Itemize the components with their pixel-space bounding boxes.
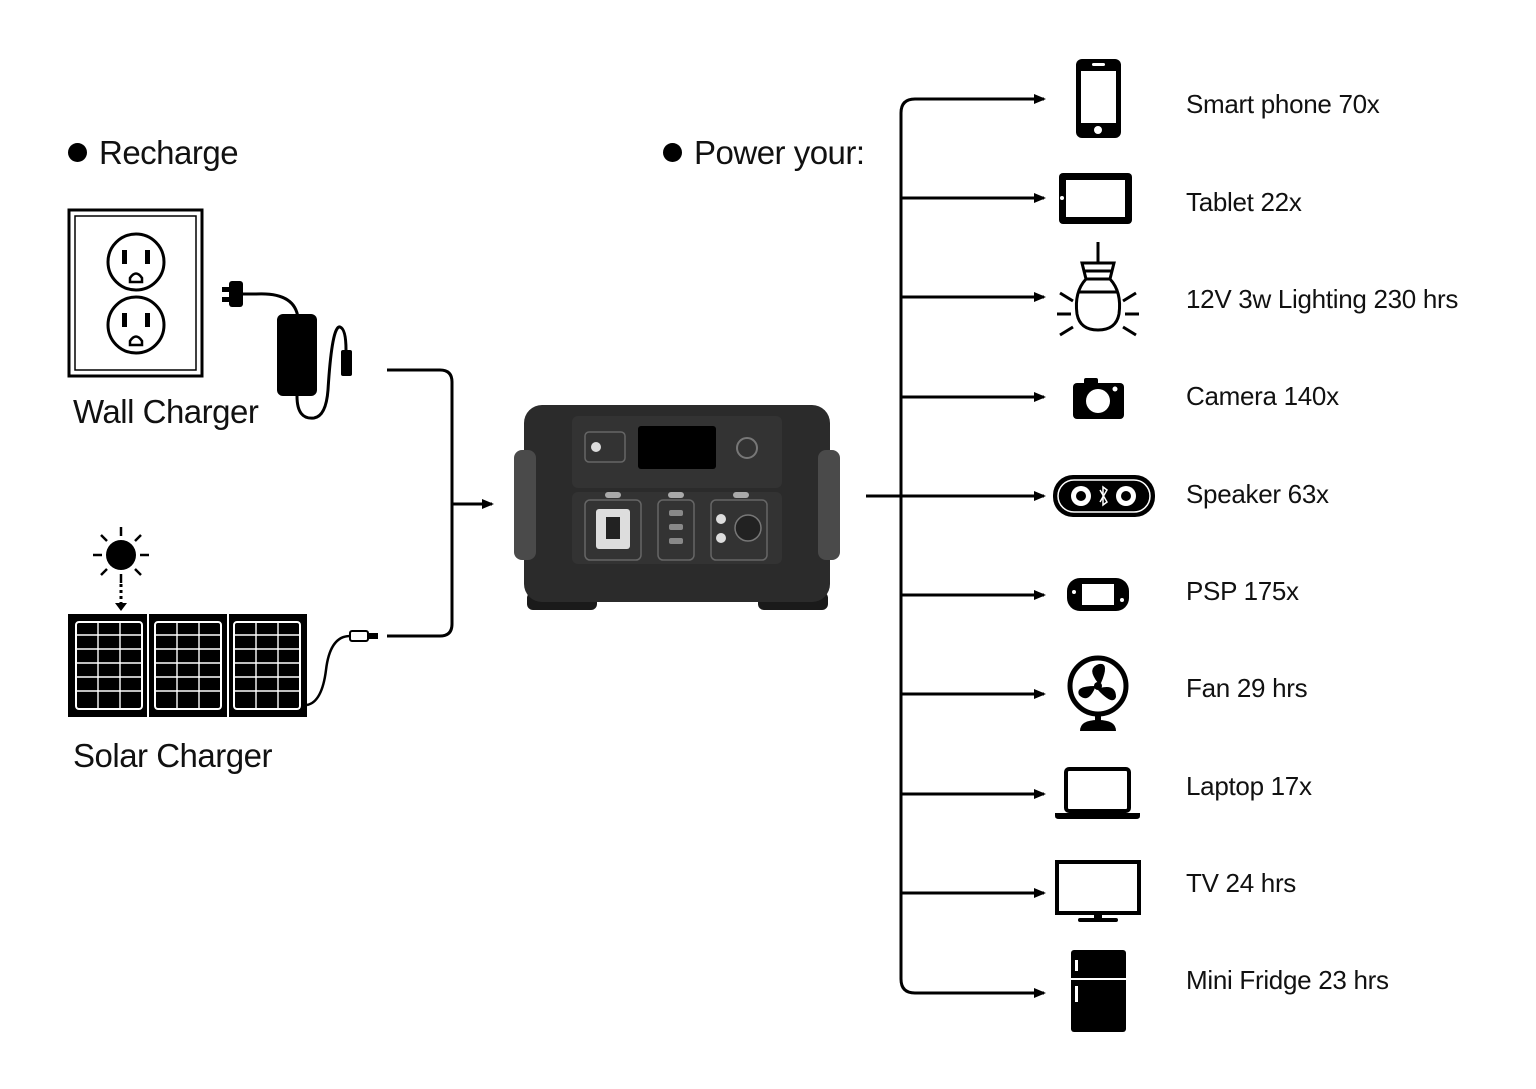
- wall-charger-label: Wall Charger: [73, 393, 259, 430]
- device-label-tv: TV 24 hrs: [1186, 868, 1297, 898]
- recharge-heading: Recharge: [68, 134, 239, 172]
- camera-icon: [1073, 378, 1124, 419]
- solar-charger-label: Solar Charger: [73, 737, 272, 774]
- device-label-fridge: Mini Fridge 23 hrs: [1186, 965, 1389, 995]
- speaker-icon: [1053, 475, 1155, 517]
- bullet-icon: [68, 142, 87, 162]
- wall-outlet-icon: [67, 208, 204, 378]
- game-console-icon: [1067, 578, 1129, 611]
- device-label-laptop: Laptop 17x: [1186, 771, 1312, 801]
- device-label-camera: Camera 140x: [1186, 381, 1339, 411]
- device-label-smartphone: Smart phone 70x: [1186, 89, 1380, 119]
- power-heading: Power your:: [663, 134, 865, 172]
- output-arrows: [901, 94, 1046, 998]
- tv-icon: [1055, 860, 1141, 922]
- device-label-fan: Fan 29 hrs: [1186, 673, 1308, 703]
- lamp-icon: [1057, 242, 1139, 337]
- device-label-lighting: 12V 3w Lighting 230 hrs: [1186, 284, 1459, 314]
- laptop-icon: [1055, 767, 1140, 819]
- device-label-psp: PSP 175x: [1186, 576, 1299, 606]
- fridge-icon: [1071, 950, 1126, 1032]
- fan-icon: [1067, 655, 1129, 731]
- device-label-tablet: Tablet 22x: [1186, 187, 1302, 217]
- smartphone-icon: [1076, 59, 1121, 138]
- bullet-icon: [663, 142, 682, 162]
- output-connector: [866, 97, 1044, 995]
- sun-icon: [93, 527, 149, 611]
- recharge-heading-text: Recharge: [99, 134, 239, 171]
- power-heading-text: Power your:: [694, 134, 865, 171]
- tablet-icon: [1059, 173, 1132, 224]
- device-label-speaker: Speaker 63x: [1186, 479, 1329, 509]
- power-adapter-icon: [222, 281, 352, 420]
- solar-panel-icon: [68, 614, 378, 717]
- power-station-icon: [514, 405, 840, 610]
- input-connector: [387, 368, 494, 638]
